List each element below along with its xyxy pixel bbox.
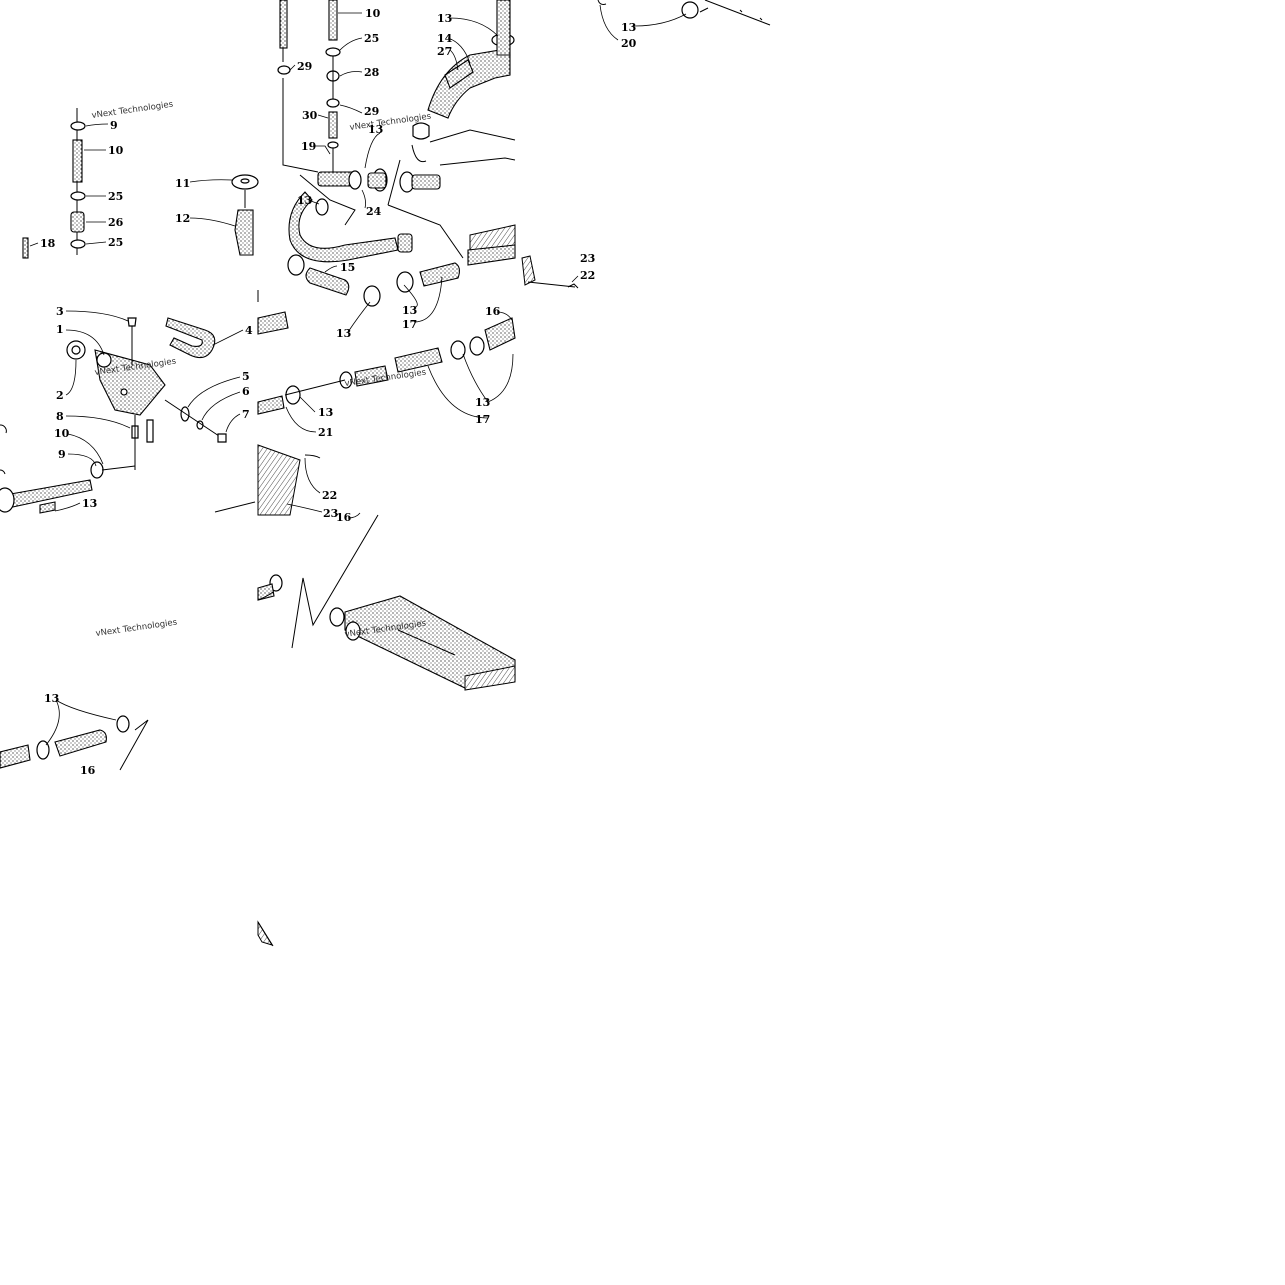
bolt-7 bbox=[217, 433, 227, 443]
callout-8: 8 bbox=[56, 410, 64, 423]
callout-4: 4 bbox=[245, 324, 253, 337]
callout-7: 7 bbox=[242, 408, 250, 421]
stud-left bbox=[279, 0, 288, 49]
callouts-top-right: 13 20 23 22 bbox=[571, 4, 687, 283]
callout-9: 9 bbox=[110, 119, 118, 132]
callout-19: 19 bbox=[301, 140, 316, 153]
panel-top-right bbox=[521, 0, 771, 289]
callout-25: 25 bbox=[108, 236, 123, 249]
callout-23: 23 bbox=[323, 507, 338, 520]
callout-26: 26 bbox=[108, 216, 124, 229]
hose-15 bbox=[305, 267, 350, 296]
panel-lower-center: vNext Technologies vNext Technologies bbox=[95, 514, 516, 691]
inlet-a bbox=[329, 607, 345, 627]
callouts-left-middle: 3 1 4 2 5 6 7 8 10 9 13 bbox=[54, 305, 253, 512]
bolt-18 bbox=[22, 237, 29, 259]
stud-10 bbox=[328, 0, 338, 41]
clamp-24 bbox=[348, 170, 362, 190]
callouts-left-top: 9 10 25 26 25 18 11 12 bbox=[29, 119, 236, 250]
callouts-top-center: 10 25 28 29 30 29 19 13 13 24 15 13 14 2… bbox=[285, 7, 514, 524]
callout-25: 25 bbox=[364, 32, 379, 45]
callout-13: 13 bbox=[318, 406, 333, 419]
callouts-bottom-left: 13 16 bbox=[44, 692, 117, 777]
panel-bottom-left bbox=[0, 715, 149, 771]
hose-17-lower bbox=[394, 347, 443, 373]
bracket-1 bbox=[94, 349, 166, 416]
callout-9: 9 bbox=[58, 448, 66, 461]
callout-29: 29 bbox=[364, 105, 379, 118]
callout-10: 10 bbox=[108, 144, 124, 157]
callout-30: 30 bbox=[302, 109, 318, 122]
clamp-13-bl-b bbox=[116, 715, 130, 733]
stud-10-left bbox=[72, 139, 83, 183]
callout-10: 10 bbox=[54, 427, 70, 440]
callout-5: 5 bbox=[242, 370, 250, 383]
neck-12 bbox=[234, 209, 254, 256]
hose-14 bbox=[427, 49, 511, 119]
callout-23: 23 bbox=[580, 252, 595, 265]
callout-13: 13 bbox=[44, 692, 59, 705]
inlet-b bbox=[345, 621, 361, 641]
washer-5 bbox=[180, 406, 190, 422]
callout-18: 18 bbox=[40, 237, 56, 250]
nut-29-left bbox=[277, 65, 291, 75]
callout-13: 13 bbox=[297, 194, 312, 207]
callout-13: 13 bbox=[437, 12, 452, 25]
hose-16 bbox=[484, 317, 516, 351]
callout-13: 13 bbox=[82, 497, 97, 510]
u-hose-4 bbox=[165, 317, 216, 359]
callout-17: 17 bbox=[402, 318, 417, 331]
panel-top-center: vNext Technologies vNext Technologies bbox=[257, 0, 516, 516]
callout-15: 15 bbox=[340, 261, 355, 274]
clamp-upper bbox=[412, 122, 430, 140]
callout-12: 12 bbox=[175, 212, 190, 225]
callout-16: 16 bbox=[485, 305, 501, 318]
clamp-13-right bbox=[681, 1, 699, 19]
callout-22: 22 bbox=[322, 489, 337, 502]
callout-25: 25 bbox=[108, 190, 123, 203]
callout-28: 28 bbox=[364, 66, 380, 79]
hose-s bbox=[288, 191, 399, 263]
callout-29: 29 bbox=[297, 60, 312, 73]
panel-left-middle: vNext Technologies bbox=[0, 317, 256, 514]
hose-17 bbox=[419, 262, 461, 287]
callout-6: 6 bbox=[242, 385, 250, 398]
callout-13: 13 bbox=[336, 327, 351, 340]
callout-3: 3 bbox=[56, 305, 64, 318]
callout-22: 22 bbox=[580, 269, 595, 282]
callout-10: 10 bbox=[365, 7, 381, 20]
spring-27 bbox=[444, 59, 474, 89]
callout-16: 16 bbox=[336, 511, 352, 524]
callout-13: 13 bbox=[621, 21, 636, 34]
callout-13: 13 bbox=[402, 304, 417, 317]
callout-17: 17 bbox=[475, 413, 490, 426]
callout-14: 14 bbox=[437, 32, 453, 45]
watermark: vNext Technologies bbox=[91, 100, 174, 121]
fitting-3 bbox=[127, 317, 137, 327]
fragment-bottom bbox=[257, 920, 274, 947]
callout-20: 20 bbox=[621, 37, 637, 50]
callout-27: 27 bbox=[437, 45, 452, 58]
callout-1: 1 bbox=[56, 323, 64, 336]
callout-24: 24 bbox=[366, 205, 382, 218]
callout-11: 11 bbox=[175, 177, 190, 190]
radiator-block bbox=[257, 444, 301, 516]
callout-13: 13 bbox=[475, 396, 490, 409]
spacer-30 bbox=[328, 111, 338, 139]
callout-2: 2 bbox=[56, 389, 64, 402]
hose-16-bl bbox=[54, 729, 107, 757]
clamp-13-s bbox=[315, 198, 329, 216]
callout-13: 13 bbox=[368, 123, 383, 136]
panel-left-top: vNext Technologies bbox=[22, 100, 259, 259]
washer-25 bbox=[325, 47, 341, 57]
nut-29 bbox=[326, 98, 340, 108]
callout-16: 16 bbox=[80, 764, 96, 777]
clamp-15-left bbox=[287, 254, 305, 276]
clamp-13-bl-a bbox=[36, 740, 50, 760]
spacer-26 bbox=[70, 211, 85, 233]
watermark: vNext Technologies bbox=[95, 618, 178, 639]
radiator-23 bbox=[521, 255, 536, 286]
callout-21: 21 bbox=[318, 426, 333, 439]
